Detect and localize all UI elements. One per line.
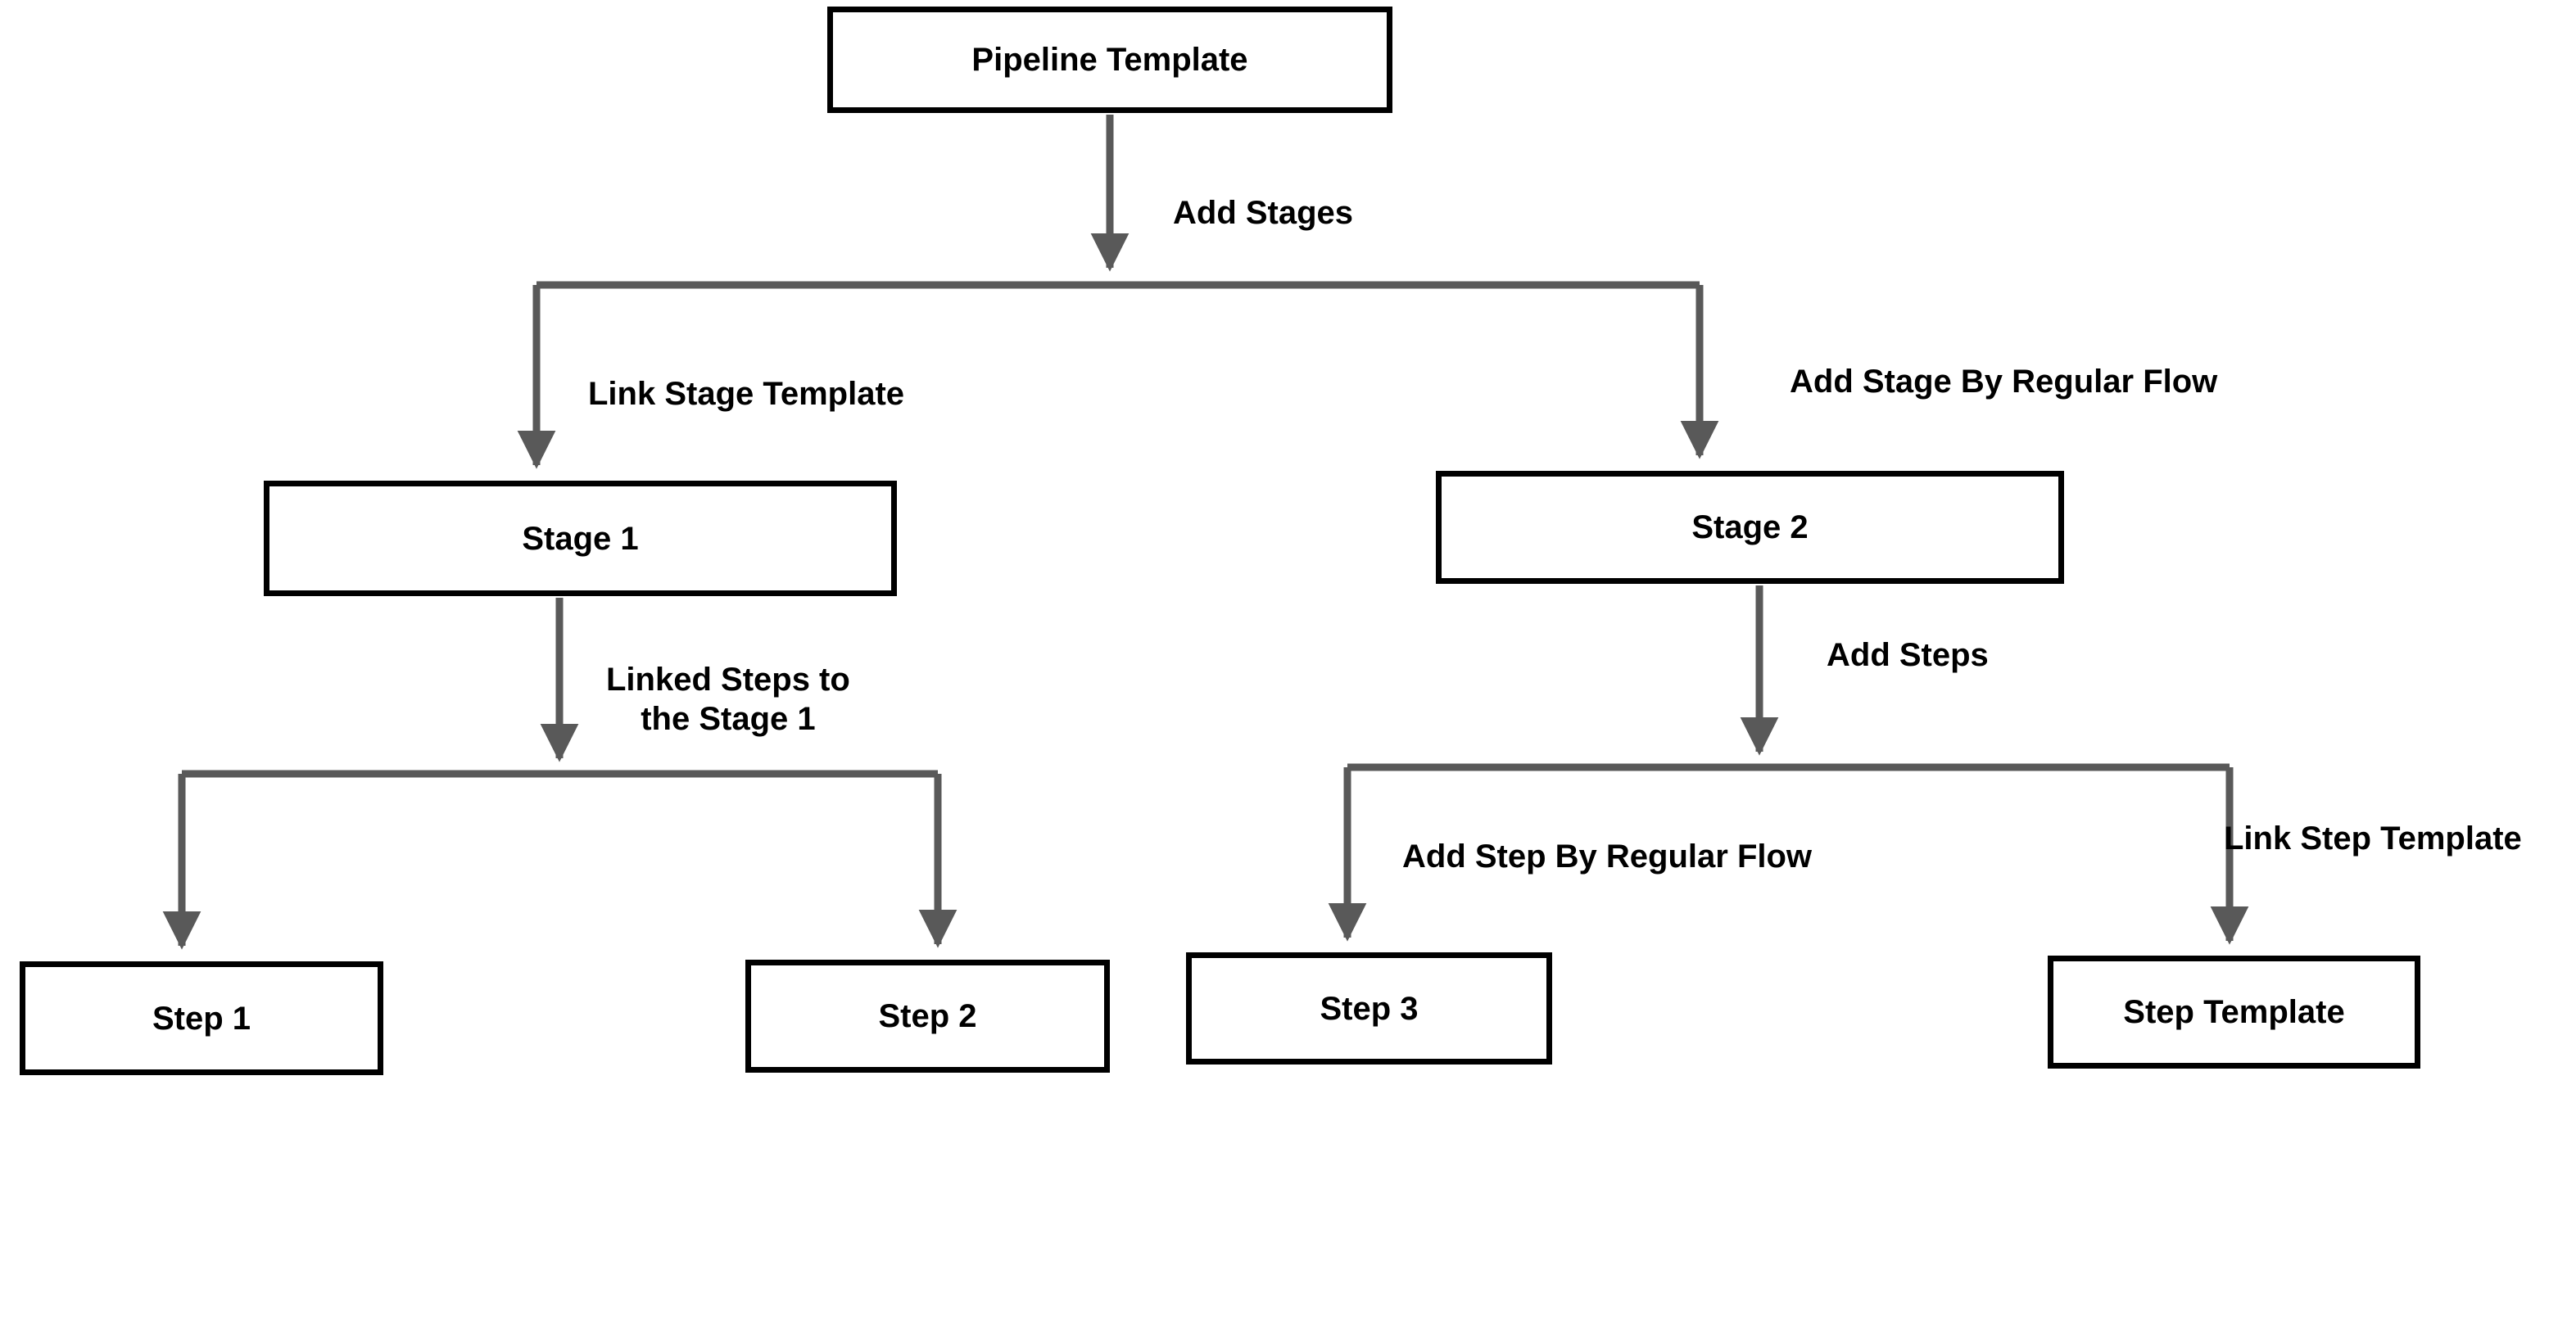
edge-label-add-stages: Add Stages xyxy=(1173,195,1354,231)
node-step-3[interactable]: Step 3 xyxy=(1186,952,1552,1065)
node-step-2[interactable]: Step 2 xyxy=(745,960,1110,1073)
node-label-step-1: Step 1 xyxy=(152,1000,251,1037)
node-pipeline-template[interactable]: Pipeline Template xyxy=(827,7,1392,113)
edge-label-linked-steps-to-the-stage-1: Linked Steps to the Stage 1 xyxy=(606,662,850,737)
node-label-pipeline-template: Pipeline Template xyxy=(971,42,1248,78)
node-stage-1[interactable]: Stage 1 xyxy=(264,481,897,596)
edge-label-add-steps: Add Steps xyxy=(1827,637,1989,673)
edge-label-add-stage-by-regular-flow: Add Stage By Regular Flow xyxy=(1790,364,2218,400)
node-stage-2[interactable]: Stage 2 xyxy=(1436,471,2064,584)
node-label-stage-2: Stage 2 xyxy=(1691,509,1809,545)
node-label-step-2: Step 2 xyxy=(878,998,977,1034)
edge-label-link-step-template: Link Step Template xyxy=(2224,820,2522,857)
edge-label-link-stage-template: Link Stage Template xyxy=(588,376,905,412)
node-label-step-3: Step 3 xyxy=(1320,990,1419,1027)
node-step-1[interactable]: Step 1 xyxy=(20,961,383,1075)
node-label-step-template: Step Template xyxy=(2123,994,2345,1030)
node-label-stage-1: Stage 1 xyxy=(522,520,639,557)
node-step-template[interactable]: Step Template xyxy=(2048,956,2420,1069)
edge-label-add-step-by-regular-flow: Add Step By Regular Flow xyxy=(1402,839,1813,875)
